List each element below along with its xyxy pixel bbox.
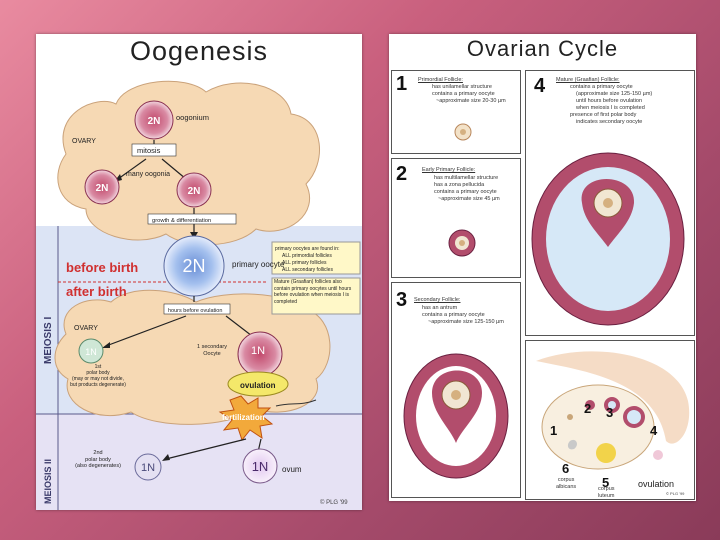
stage4-line3: until hours before ovulation (576, 98, 643, 104)
ovary-cloud-upper (57, 80, 320, 246)
second-polar-label: 2nd polar body (also degenerates) (75, 450, 121, 469)
corpus-luteum-label: corpus luteum (598, 486, 615, 499)
found-in-title: primary oocytes are found in: (275, 246, 339, 252)
stage4-number: 4 (534, 75, 546, 97)
stage2-line3: contains a primary oocyte (434, 189, 497, 195)
stage4-box: 4 Mature (Graafian) Follicle: contains a… (525, 70, 695, 336)
oogonium-ploidy: 2N (148, 116, 161, 127)
stage1-line2: contains a primary oocyte (432, 91, 495, 97)
oogonia-1-ploidy: 2N (96, 183, 109, 194)
stage4-name: Mature (Graafian) Follicle: (556, 77, 620, 83)
stage2-line1: has multilamellar structure (434, 175, 499, 181)
meiosis-ii-label: MEIOSIS II (43, 459, 53, 504)
stage2-name: Early Primary Follicle: (422, 167, 476, 173)
fertilization-label: fertilization (222, 413, 265, 422)
stage4-line4: when meiosis I is completed (576, 105, 645, 111)
ovum-label: ovum (282, 465, 302, 474)
oogenesis-panel: Oogenesis (36, 34, 362, 510)
ovarian-cycle-panel: Ovarian Cycle 1 Primordial Follicle: has… (389, 34, 696, 501)
stage1-name: Primordial Follicle: (418, 77, 463, 83)
stage3-number: 3 (396, 289, 408, 311)
oogenesis-title: Oogenesis (129, 36, 269, 66)
stage4-line6: indicates secondary oocyte (576, 119, 643, 125)
stage3-line1: has an antrum (422, 305, 458, 311)
stage4-line1: contains a primary oocyte (570, 84, 633, 90)
ovulation-label: ovulation (240, 381, 276, 390)
oogonia-2-ploidy: 2N (188, 186, 201, 197)
ovary-label-4: 4 (650, 423, 658, 438)
oogonia-cell-1 (84, 169, 120, 205)
oogonia-cell-2 (176, 172, 212, 208)
found-in-1: ALL primordial follicles (282, 253, 332, 259)
fertilization-star (218, 395, 274, 442)
ovarian-cycle-title: Ovarian Cycle (466, 36, 619, 61)
mature-note: Mature (Graafian) follicles also contain… (274, 279, 352, 305)
many-oogonia-label: many oogonia (126, 171, 170, 178)
meiosis-i-label: MEIOSIS I (43, 317, 54, 364)
stage1-line1: has unilamellar structure (432, 84, 492, 90)
ovary-label-5: 5 (602, 475, 610, 490)
ovulation-burst (227, 371, 289, 397)
ovary-middle-label: OVARY (74, 325, 98, 332)
left-copyright: © PLG '99 (320, 499, 348, 506)
after-birth-label: after birth (66, 284, 127, 299)
ovary-label-3: 3 (606, 405, 614, 420)
oogonium-label: oogonium (176, 113, 209, 122)
ovum-ploidy: 1N (252, 459, 269, 474)
stage4-line2: (approximate size 125-150 µm) (576, 91, 653, 97)
stage2-number: 2 (396, 163, 408, 185)
stage3-name: Secondary Follicle: (414, 297, 461, 303)
mitosis-label: mitosis (137, 146, 161, 155)
meiosis-ii-band (36, 414, 362, 510)
ovary-upper-label: OVARY (72, 138, 96, 145)
mature-note-box (271, 277, 361, 315)
primary-oocyte-ploidy: 2N (182, 256, 205, 276)
ovary-label-2: 2 (584, 401, 592, 416)
stage3-box: 3 Secondary Follicle: has an antrum cont… (391, 282, 521, 498)
secondary-oocyte-label: 1 secondary Oocyte (197, 344, 227, 357)
found-in-3: ALL secondary follicles (282, 267, 333, 273)
stage2-line4: ~approximate size 45 µm (438, 196, 500, 202)
secondary-oocyte-ploidy: 1N (251, 345, 265, 357)
ovum-cell (242, 448, 278, 484)
found-in-2: ALL primary follicles (282, 260, 327, 266)
right-copyright: © PLG '99 (666, 491, 685, 496)
first-polar-ploidy: 1N (85, 347, 97, 357)
corpus-albicans-label: corpus albicans (556, 477, 577, 490)
second-polar-ploidy: 1N (141, 462, 155, 474)
ovulation-label-right: ovulation (638, 479, 675, 489)
uterine-tube-drawing (536, 351, 690, 444)
stage4-line5: presence of first polar body (570, 112, 637, 118)
ovary-overview-box: 1 2 3 4 5 6 corpus albicans corpus luteu… (525, 340, 695, 500)
stage2-box: 2 Early Primary Follicle: has multilamel… (391, 158, 521, 278)
hours-before-label: hours before ovulation (168, 308, 222, 314)
growth-label: growth & differentiation (152, 218, 211, 224)
oogenesis-diagram: oogonium OVARY mitosis many oogonia grow… (36, 80, 362, 510)
stage3-line2: contains a primary oocyte (422, 312, 485, 318)
stage1-line3: ~approximate size 20-30 µm (436, 98, 506, 104)
first-polar-body-cell (78, 338, 104, 364)
ovary-label-6: 6 (562, 461, 570, 476)
first-polar-label: 1st polar body (may or may not divide, b… (70, 364, 126, 388)
oogonium-cell (134, 100, 174, 140)
second-polar-body-cell (134, 453, 162, 481)
stage3-line3: ~approximate size 125-150 µm (428, 319, 504, 325)
found-in-box (271, 241, 361, 275)
primary-oocyte-label: primary oocyte (232, 260, 285, 269)
stage1-box: 1 Primordial Follicle: has unilamellar s… (391, 70, 521, 154)
stage2-line2: has a zona pellucida (434, 182, 485, 188)
ovary-label-1: 1 (550, 423, 558, 438)
stage1-number: 1 (396, 73, 408, 95)
before-birth-label: before birth (66, 260, 138, 275)
